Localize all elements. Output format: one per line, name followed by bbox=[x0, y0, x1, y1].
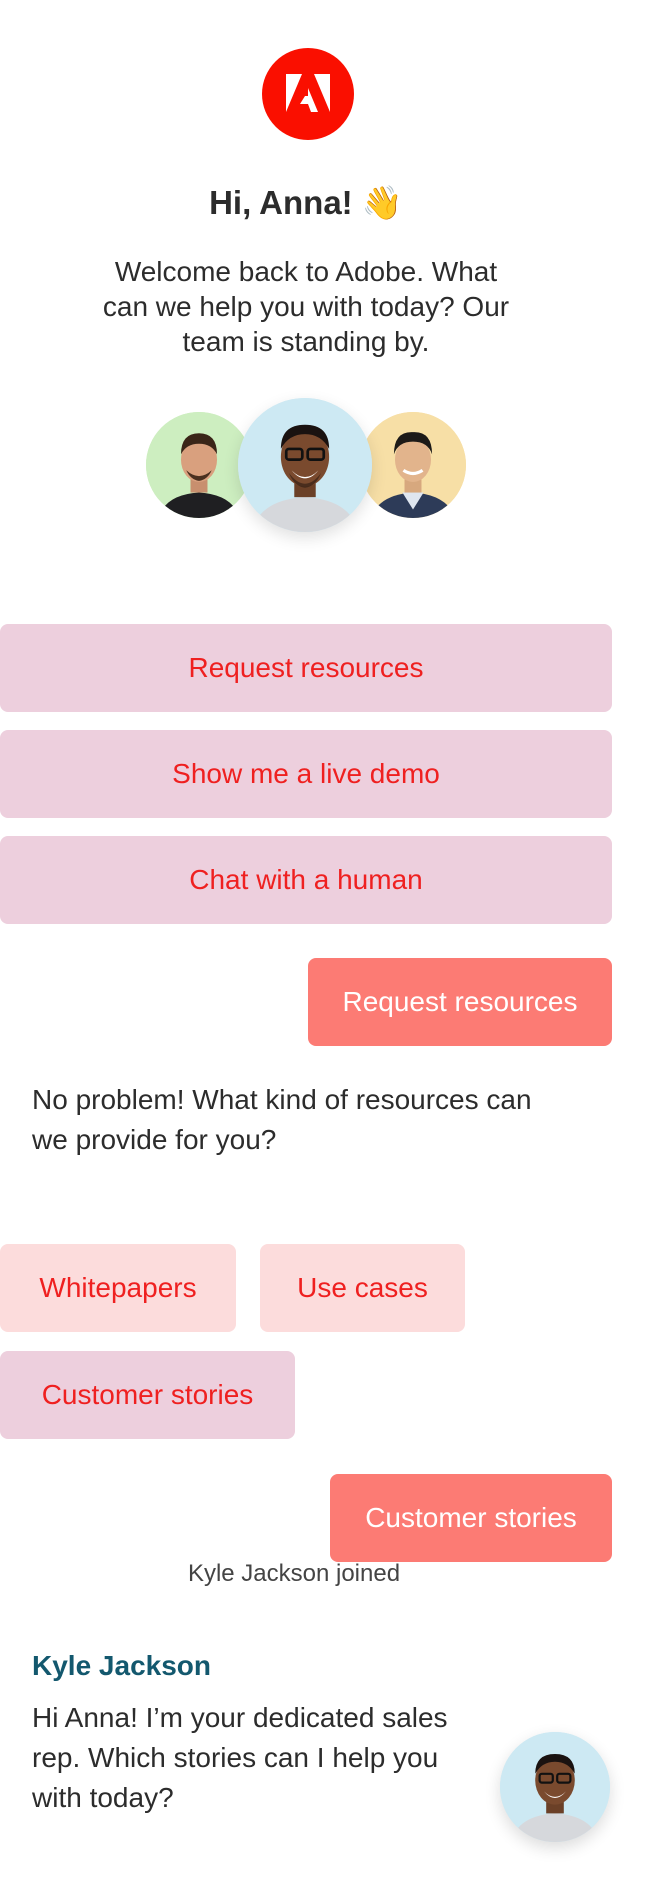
greeting-text: Hi, Anna! bbox=[209, 184, 353, 221]
team-avatar-center bbox=[238, 398, 372, 532]
welcome-message: Welcome back to Adobe. What can we help … bbox=[102, 256, 510, 357]
team-avatar-right bbox=[360, 412, 466, 518]
wave-emoji-icon: 👋 bbox=[361, 184, 403, 221]
rep-avatar[interactable] bbox=[500, 1732, 610, 1842]
user-message-bubble: Request resources bbox=[308, 958, 612, 1046]
option-live-demo-button[interactable]: Show me a live demo bbox=[0, 730, 612, 818]
team-avatar-left bbox=[146, 412, 252, 518]
chip-customer-stories-button[interactable]: Customer stories bbox=[0, 1351, 295, 1439]
option-request-resources-button[interactable]: Request resources bbox=[0, 624, 612, 712]
adobe-a-mark bbox=[286, 74, 330, 112]
greeting-heading: Hi, Anna! 👋 bbox=[0, 184, 612, 223]
option-chat-human-button[interactable]: Chat with a human bbox=[0, 836, 612, 924]
adobe-logo-icon bbox=[262, 48, 354, 140]
join-notice: Kyle Jackson joined bbox=[187, 1560, 401, 1587]
bot-message: No problem! What kind of resources can w… bbox=[32, 1084, 532, 1155]
chip-use-cases-button[interactable]: Use cases bbox=[260, 1244, 465, 1332]
rep-message: Hi Anna! I’m your dedicated sales rep. W… bbox=[32, 1702, 448, 1813]
rep-name: Kyle Jackson bbox=[32, 1650, 211, 1681]
user-message-bubble-2: Customer stories bbox=[330, 1474, 612, 1562]
chip-whitepapers-button[interactable]: Whitepapers bbox=[0, 1244, 236, 1332]
